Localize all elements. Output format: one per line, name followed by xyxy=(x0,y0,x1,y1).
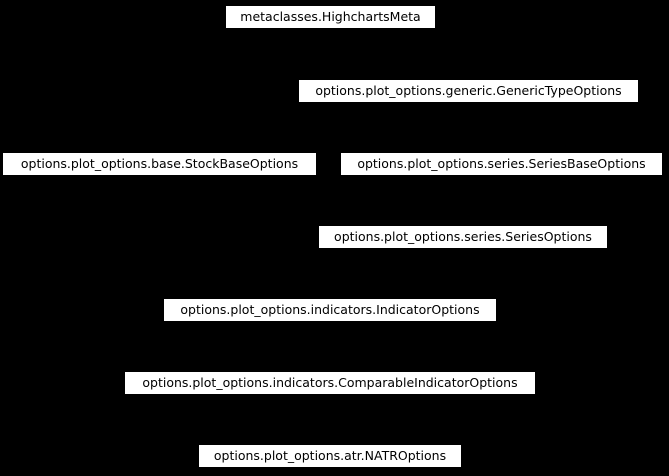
class-node-atr-natroptions[interactable]: options.plot_options.atr.NATROptions xyxy=(198,444,462,468)
class-node-label: options.plot_options.series.SeriesBaseOp… xyxy=(357,155,646,171)
class-node-label: options.plot_options.indicators.Comparab… xyxy=(142,374,518,390)
class-node-label: options.plot_options.atr.NATROptions xyxy=(213,447,447,463)
class-node-indicators-comparableindicatoroptions[interactable]: options.plot_options.indicators.Comparab… xyxy=(124,371,536,395)
class-node-series-seriesoptions[interactable]: options.plot_options.series.SeriesOption… xyxy=(318,225,608,249)
class-node-series-seriesbaseoptions[interactable]: options.plot_options.series.SeriesBaseOp… xyxy=(340,152,663,176)
class-node-indicators-indicatoroptions[interactable]: options.plot_options.indicators.Indicato… xyxy=(163,298,497,322)
class-node-label: metaclasses.HighchartsMeta xyxy=(240,8,421,24)
class-node-label: options.plot_options.indicators.Indicato… xyxy=(180,301,480,317)
class-node-base-stockbaseoptions[interactable]: options.plot_options.base.StockBaseOptio… xyxy=(2,152,317,176)
class-node-label: options.plot_options.generic.GenericType… xyxy=(315,82,622,98)
class-node-metaclasses-highchartsmeta[interactable]: metaclasses.HighchartsMeta xyxy=(225,5,436,29)
class-node-label: options.plot_options.base.StockBaseOptio… xyxy=(20,155,299,171)
class-node-generic-generictypeoptions[interactable]: options.plot_options.generic.GenericType… xyxy=(298,79,639,103)
class-node-label: options.plot_options.series.SeriesOption… xyxy=(334,228,592,244)
